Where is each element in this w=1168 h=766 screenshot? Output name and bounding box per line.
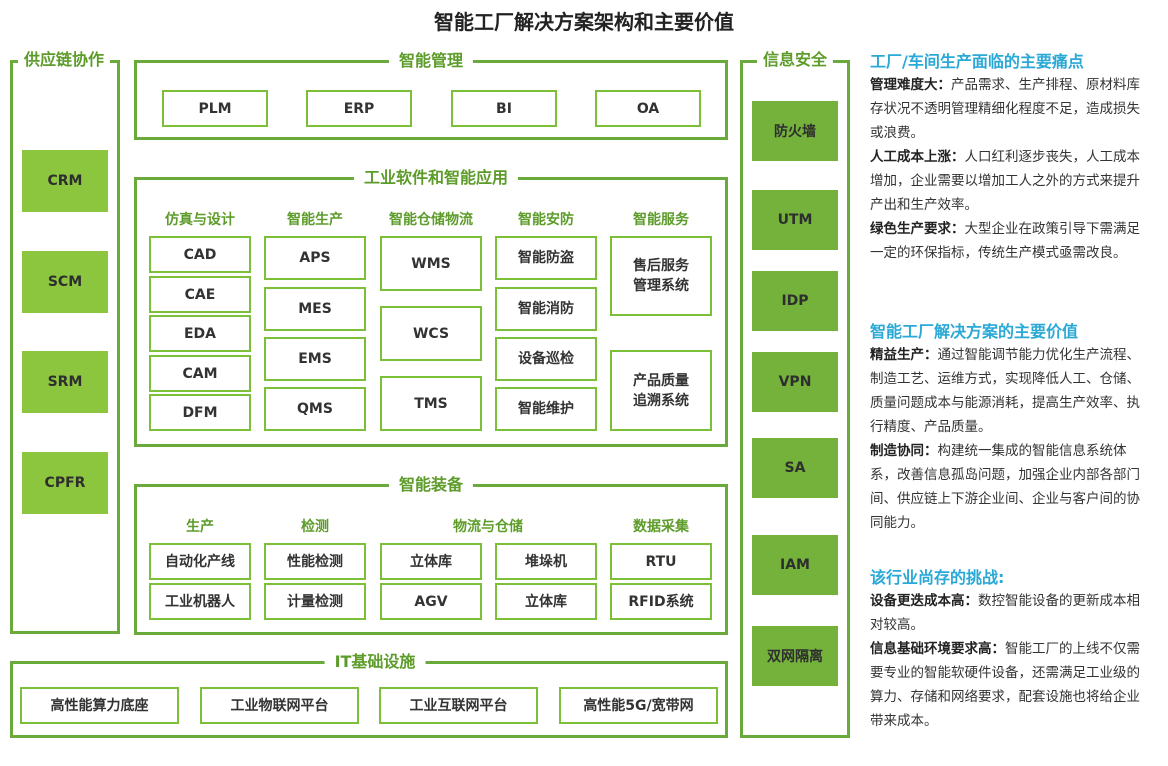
software-item-wms[interactable]: WMS	[380, 236, 482, 291]
equipment-item-performance-test[interactable]: 性能检测	[264, 543, 366, 580]
pain-point: 人工成本上涨：人口红利逐步丧失，人工成本增加，企业需要以增加工人之外的方式来提升…	[870, 149, 1140, 213]
software-item-cam[interactable]: CAM	[149, 355, 251, 392]
challenge-point: 信息基础环境要求高：智能工厂的上线不仅需要专业的智能软硬件设备，还需满足工业级的…	[870, 641, 1140, 729]
management-title: 智能管理	[388, 50, 474, 72]
category-production: 生产	[186, 519, 214, 535]
software-item-tms[interactable]: TMS	[380, 376, 482, 431]
security-title: 信息安全	[756, 49, 834, 71]
equipment-item-rfid[interactable]: RFID系统	[610, 583, 712, 620]
category-logistics-warehousing: 物流与仓储	[453, 519, 523, 535]
software-item-anti-theft[interactable]: 智能防盗	[495, 236, 597, 280]
equipment-item-industrial-robot[interactable]: 工业机器人	[149, 583, 251, 620]
supply-chain-item-srm[interactable]: SRM	[22, 351, 108, 413]
category-smart-logistics: 智能仓储物流	[389, 212, 473, 228]
software-item-wcs[interactable]: WCS	[380, 306, 482, 361]
supply-chain-title: 供应链协作	[17, 49, 111, 71]
software-item-smart-maintenance[interactable]: 智能维护	[495, 387, 597, 431]
pain-points-heading: 工厂/车间生产面临的主要痛点	[870, 52, 1084, 71]
equipment-item-stacker[interactable]: 堆垛机	[495, 543, 597, 580]
pain-point: 绿色生产要求：大型企业在政策引导下需满足一定的环保指标，传统生产模式亟需改良。	[870, 221, 1140, 261]
software-item-aps[interactable]: APS	[264, 236, 366, 280]
security-item-idp[interactable]: IDP	[752, 271, 838, 331]
software-item-equipment-inspection[interactable]: 设备巡检	[495, 337, 597, 381]
challenges-body: 设备更迭成本高：数控智能设备的更新成本相对较高。 信息基础环境要求高：智能工厂的…	[870, 589, 1148, 733]
challenge-point: 设备更迭成本高：数控智能设备的更新成本相对较高。	[870, 593, 1140, 633]
value-point: 精益生产：通过智能调节能力优化生产流程、制造工艺、运维方式，实现降低人工、仓储、…	[870, 347, 1140, 435]
software-item-qms[interactable]: QMS	[264, 387, 366, 431]
category-data-collection: 数据采集	[633, 519, 689, 535]
security-item-utm[interactable]: UTM	[752, 190, 838, 250]
software-item-cad[interactable]: CAD	[149, 236, 251, 273]
equipment-item-agv[interactable]: AGV	[380, 583, 482, 620]
it-infra-item-industrial-internet[interactable]: 工业互联网平台	[379, 687, 538, 724]
software-item-cae[interactable]: CAE	[149, 276, 251, 313]
software-item-eda[interactable]: EDA	[149, 315, 251, 352]
software-item-ems[interactable]: EMS	[264, 337, 366, 381]
supply-chain-item-crm[interactable]: CRM	[22, 150, 108, 212]
security-item-firewall[interactable]: 防火墙	[752, 101, 838, 161]
it-infra-title: IT基础设施	[324, 651, 426, 673]
software-item-dfm[interactable]: DFM	[149, 394, 251, 431]
it-infra-item-compute-base[interactable]: 高性能算力底座	[20, 687, 179, 724]
security-item-sa[interactable]: SA	[752, 438, 838, 498]
category-smart-service: 智能服务	[633, 212, 689, 228]
equipment-title: 智能装备	[388, 474, 474, 496]
category-inspection: 检测	[301, 519, 329, 535]
category-simulation-design: 仿真与设计	[165, 212, 235, 228]
management-item-bi[interactable]: BI	[451, 90, 557, 127]
software-item-fire-protection[interactable]: 智能消防	[495, 287, 597, 331]
pain-points-body: 管理难度大：产品需求、生产排程、原材料库存状况不透明管理精细化程度不足，造成损失…	[870, 73, 1148, 265]
value-point: 制造协同：构建统一集成的智能信息系统体系，改善信息孤岛问题，加强企业内部各部门间…	[870, 443, 1140, 531]
category-smart-production: 智能生产	[287, 212, 343, 228]
category-smart-security: 智能安防	[518, 212, 574, 228]
software-item-mes[interactable]: MES	[264, 287, 366, 331]
value-body: 精益生产：通过智能调节能力优化生产流程、制造工艺、运维方式，实现降低人工、仓储、…	[870, 343, 1148, 535]
software-item-quality-traceability[interactable]: 产品质量 追溯系统	[610, 350, 712, 431]
it-infra-item-5g-network[interactable]: 高性能5G/宽带网	[559, 687, 718, 724]
security-item-iam[interactable]: IAM	[752, 535, 838, 595]
equipment-item-rtu[interactable]: RTU	[610, 543, 712, 580]
value-heading: 智能工厂解决方案的主要价值	[870, 322, 1079, 341]
equipment-item-stereo-warehouse[interactable]: 立体库	[380, 543, 482, 580]
equipment-item-stereo-warehouse-2[interactable]: 立体库	[495, 583, 597, 620]
management-item-erp[interactable]: ERP	[306, 90, 412, 127]
management-item-oa[interactable]: OA	[595, 90, 701, 127]
page-title: 智能工厂解决方案架构和主要价值	[434, 10, 734, 34]
supply-chain-item-cpfr[interactable]: CPFR	[22, 452, 108, 514]
pain-point: 管理难度大：产品需求、生产排程、原材料库存状况不透明管理精细化程度不足，造成损失…	[870, 77, 1140, 141]
security-item-vpn[interactable]: VPN	[752, 352, 838, 412]
challenges-heading: 该行业尚存的挑战:	[870, 568, 1005, 587]
industrial-software-title: 工业软件和智能应用	[353, 167, 519, 189]
it-infra-item-iot-platform[interactable]: 工业物联网平台	[200, 687, 359, 724]
equipment-item-automation-line[interactable]: 自动化产线	[149, 543, 251, 580]
supply-chain-item-scm[interactable]: SCM	[22, 251, 108, 313]
management-item-plm[interactable]: PLM	[162, 90, 268, 127]
equipment-item-metrology-test[interactable]: 计量检测	[264, 583, 366, 620]
software-item-after-sales[interactable]: 售后服务 管理系统	[610, 236, 712, 316]
security-item-dual-network-isolation[interactable]: 双网隔离	[752, 626, 838, 686]
supply-chain-panel	[10, 60, 120, 634]
